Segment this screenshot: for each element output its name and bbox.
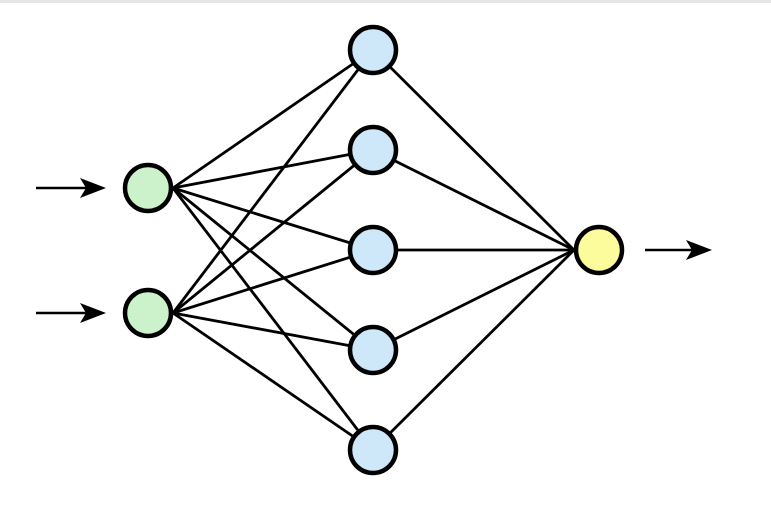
edge-i2-h4 [172, 311, 374, 352]
hidden-node-3 [347, 224, 399, 276]
edge-i2-h1 [171, 49, 375, 314]
edge-i2-h3 [172, 248, 374, 315]
input-arrow-1-icon [80, 178, 106, 198]
input-node-2 [122, 287, 174, 339]
edge-i1-h5 [171, 187, 375, 451]
hidden-node-4 [347, 324, 399, 376]
top-border-line [0, 0, 771, 3]
edge-i1-h3 [172, 186, 374, 252]
hidden-node-5 [347, 424, 399, 476]
hidden-node-2 [347, 124, 399, 176]
edge-i1-h2 [172, 148, 374, 190]
edge-i1-h1 [172, 48, 374, 190]
output-node-1 [573, 224, 625, 276]
input-arrow-2-icon [80, 303, 106, 323]
edge-h1-o1 [372, 49, 575, 251]
edge-h2-o1 [372, 148, 575, 252]
edge-h5-o1 [372, 249, 575, 451]
edge-i2-h2 [172, 148, 374, 315]
edge-h4-o1 [372, 248, 575, 352]
edge-i1-h4 [172, 186, 374, 352]
edge-i2-h5 [172, 311, 374, 452]
output-arrow-icon [686, 240, 712, 260]
input-node-1 [122, 162, 174, 214]
hidden-node-1 [347, 24, 399, 76]
